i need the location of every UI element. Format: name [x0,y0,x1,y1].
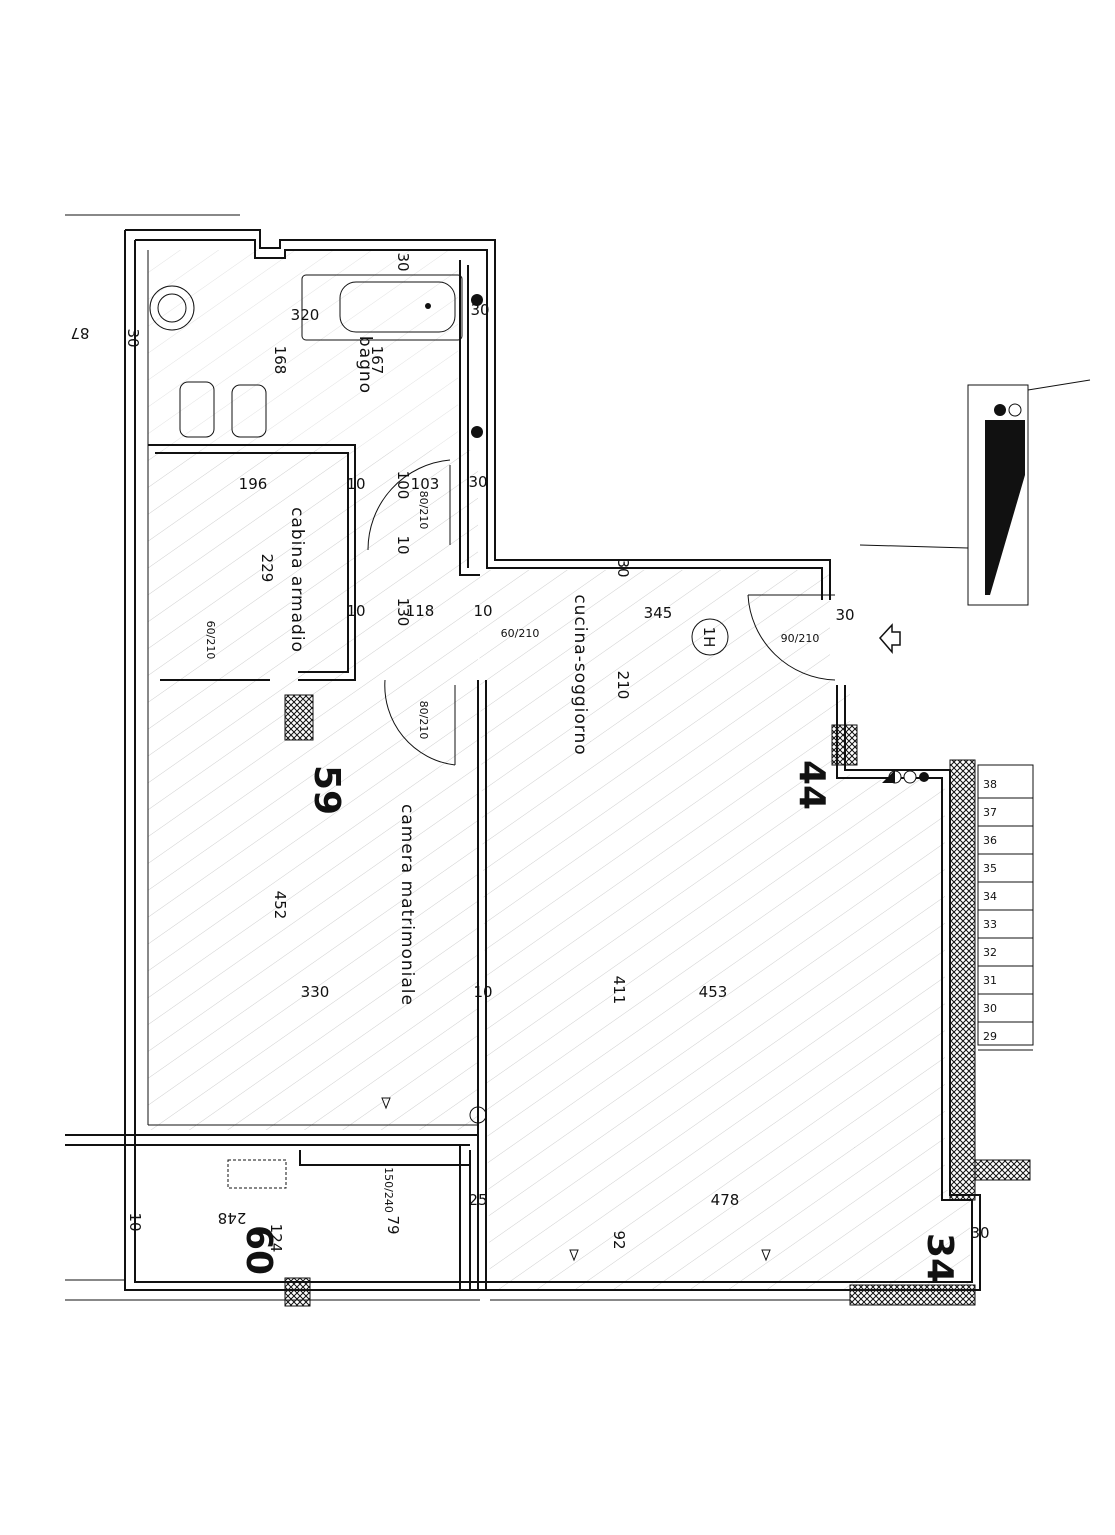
door-label-entry: 90/210 [781,632,820,645]
stair-step-label: 34 [983,890,997,903]
door-labels: 80/210 60/210 80/210 60/210 90/210 150/2… [204,491,819,1213]
dim-label: 345 [644,604,673,622]
door-label-cabina: 60/210 [204,621,217,660]
stairs [977,764,1034,1046]
door-label-camera: 80/210 [417,701,430,740]
door-label-small: 150/240 [382,1167,395,1213]
dim-label: 30 [614,558,632,577]
dim-label: 10 [346,602,365,620]
unit-numbers: 59 44 60 34 [238,760,960,1283]
door-swings [367,459,836,766]
dim-label: 100 [394,471,412,500]
stair-step-label: 30 [983,1002,997,1015]
dim-label: 10 [394,535,412,554]
dim-label: 478 [711,1191,740,1209]
dim-label: 10 [473,602,492,620]
dim-label: 453 [699,983,728,1001]
dim-label: 30 [470,301,489,319]
side-detail [859,379,1091,606]
dim-label: 196 [239,475,268,493]
room-label-cabina: cabina armadio [287,507,307,653]
dimension-labels: 320 168 167 30 30 30 30 30 30 87 196 229… [70,252,989,1252]
stair-step-label: 35 [983,862,997,875]
dim-label: 320 [291,306,320,324]
dim-label: 168 [271,346,289,375]
column-blocks [284,694,1031,1307]
dim-label: 124 [267,1224,285,1253]
dim-label: 10 [346,475,365,493]
unit-marker-label: 1H [700,627,718,648]
dim-label: 248 [218,1209,247,1227]
stair-step-label: 31 [983,974,997,987]
room-label-cucina: cucina-soggiorno [570,594,590,755]
inner-walls [65,214,850,1301]
service-symbols [227,294,929,1262]
room-label-camera: camera matrimoniale [397,804,417,1006]
dim-label: 30 [970,1224,989,1242]
dim-label: 10 [126,1212,144,1231]
dim-label: 118 [406,602,435,620]
dim-label: 103 [411,475,440,493]
dim-label: 92 [610,1230,628,1249]
room-label-bagno: bagno [355,336,375,394]
room-labels: bagno cabina armadio camera matrimoniale… [287,336,590,1006]
stair-step-label: 37 [983,806,997,819]
dim-label: 411 [610,976,628,1005]
bathroom-fixtures [149,274,463,438]
stair-step-labels: 38 37 36 35 34 33 32 31 30 29 [978,778,1033,1051]
dim-label: 30 [124,328,142,347]
unit-number-34: 34 [919,1233,960,1283]
door-label-inner: 60/210 [501,627,540,640]
stair-step-label: 33 [983,918,997,931]
door-label-bagno: 80/210 [417,491,430,530]
dim-label: 30 [468,473,487,491]
stair-step-label: 32 [983,946,997,959]
entry-arrow-icon [878,623,901,655]
stair-step-label: 38 [983,778,997,791]
dim-label: 30 [835,606,854,624]
unit-number-60: 60 [238,1225,279,1275]
dim-label: 130 [394,598,412,627]
dim-label: 229 [258,554,276,583]
unit-number-44: 44 [791,760,832,810]
unit-marker: 1H [691,618,729,656]
dim-label: 167 [368,346,386,375]
dim-label: 210 [614,671,632,700]
stair-step-label: 36 [983,834,997,847]
dim-label: 10 [473,983,492,1001]
stair-step-label: 29 [983,1030,997,1043]
dim-label: 30 [394,252,412,271]
unit-number-59: 59 [306,765,347,815]
dim-label: 330 [301,983,330,1001]
dim-label: 25 [468,1191,487,1209]
dim-label: 79 [384,1215,402,1234]
dim-label: 87 [70,324,89,342]
dim-label: 452 [271,891,289,920]
